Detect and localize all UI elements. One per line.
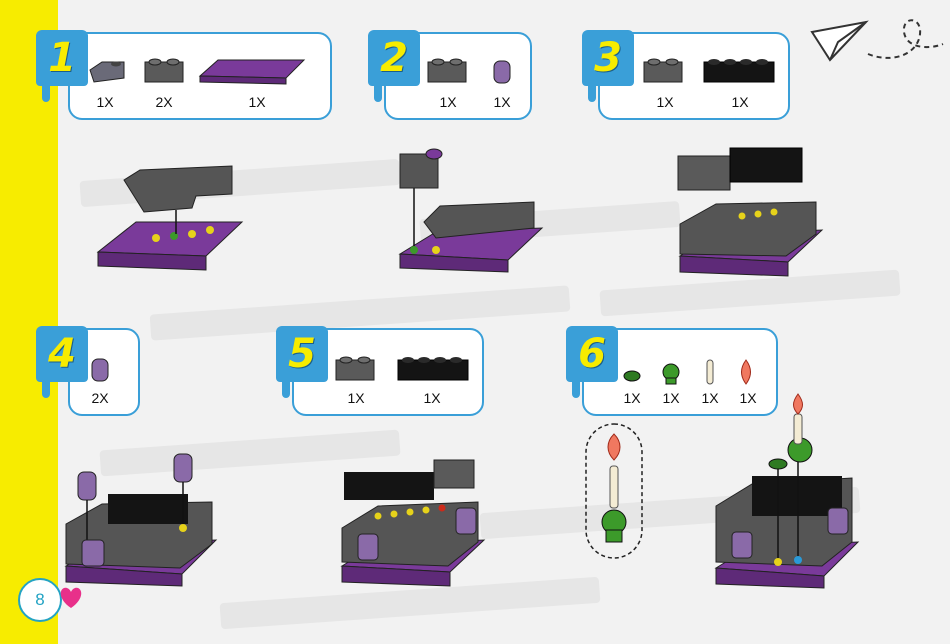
assembly-illustration [676,138,826,283]
step-number-tab: 2 [368,30,420,86]
step-number-tab: 3 [582,30,634,86]
step-number: 2 [380,35,408,81]
round-brick-icon [492,56,512,86]
paper-plane-icon [808,14,948,74]
bone-icon [702,356,718,386]
brick-icon [642,52,686,86]
flame-icon [738,358,754,386]
plate-purple-icon [198,54,308,88]
assembly-illustration [338,442,488,594]
part-quantity: 1X [428,94,468,110]
round-plate-icon [622,366,642,386]
drip [42,80,50,102]
skull-icon [660,362,682,386]
step-number: 3 [594,35,622,81]
part-quantity: 1X [412,390,452,406]
assembly-illustration [62,448,222,598]
part-quantity: 2X [80,390,120,406]
brick-icon [143,52,187,86]
drip [588,80,596,102]
part-quantity: 1X [336,390,376,406]
part-quantity: 1X [720,94,760,110]
step-number-tab: 1 [36,30,88,86]
brick-icon [426,52,470,86]
assembly-illustration [396,142,546,282]
brick-black-icon [396,348,472,384]
part-quantity: 1X [482,94,522,110]
drip [572,376,580,398]
assembly-illustration [712,390,862,600]
step-number: 4 [48,331,76,377]
step-number: 5 [288,331,316,377]
sub-assembly-callout [584,422,646,562]
heart-icon [58,586,84,610]
part-quantity: 1X [237,94,277,110]
step-number-tab: 5 [276,326,328,382]
part-quantity: 1X [651,390,691,406]
drip [42,376,50,398]
assembly-illustration [96,160,246,290]
part-quantity: 1X [612,390,652,406]
page-number: 8 [18,578,62,622]
round-brick-icon [90,354,110,384]
brick-icon [334,350,378,384]
part-quantity: 1X [645,94,685,110]
drip [374,80,382,102]
slope-brick-icon [88,56,128,86]
step-number: 6 [578,331,606,377]
brick-black-icon [702,50,778,86]
step-number: 1 [48,35,76,81]
part-quantity: 2X [144,94,184,110]
step-number-tab: 6 [566,326,618,382]
drip [282,376,290,398]
step-number-tab: 4 [36,326,88,382]
part-quantity: 1X [85,94,125,110]
